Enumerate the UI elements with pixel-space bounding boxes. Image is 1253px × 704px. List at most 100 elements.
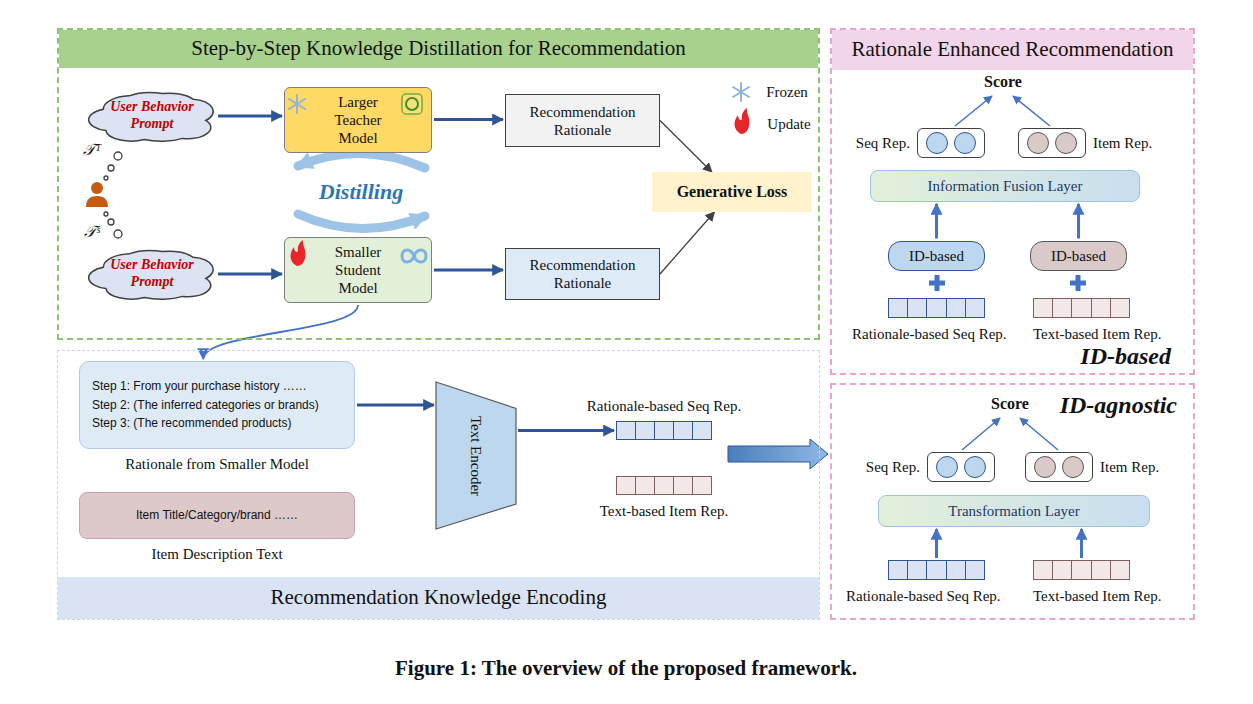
- node-text: Seq Rep.: [856, 134, 910, 152]
- text-encoder: Text Encoder: [436, 382, 516, 529]
- item-text-box: Item Title/Category/brand ……Item Descrip…: [79, 492, 355, 539]
- vector-cell: [616, 421, 636, 440]
- logo-frame: [402, 94, 422, 114]
- bubble-dot: [104, 212, 108, 216]
- rep-circle: [926, 132, 948, 154]
- node-text: Recommendation Rationale: [514, 256, 651, 292]
- node-heading: Step 2: (The inferred categories or bran…: [92, 398, 319, 412]
- flow-arrow: [357, 404, 434, 407]
- block-arrow: [728, 439, 828, 469]
- score-arrows: [955, 96, 1058, 450]
- vector-cell: [692, 421, 712, 440]
- flow-arrow: [434, 118, 503, 121]
- flow-arrow: [660, 121, 712, 173]
- vector-cells: [616, 421, 712, 440]
- free-label: Score: [991, 395, 1029, 413]
- snowflake: [733, 83, 749, 101]
- vector-cell: [926, 560, 946, 580]
- vector-cell: [965, 298, 985, 318]
- rep-circle: [1027, 132, 1049, 154]
- node-heading: Rationale from Smaller Model: [125, 455, 309, 473]
- node-text: Rationale-based Seq Rep.: [852, 325, 1007, 343]
- embedding-vector: Text-based Item Rep.: [1033, 560, 1130, 580]
- vector-cell: [1071, 298, 1091, 318]
- vector-cells: [1033, 560, 1130, 580]
- rep-circle: [1062, 456, 1084, 478]
- node-text: Rationale Enhanced Recommendation: [832, 30, 1193, 70]
- rationale-box: Recommendation Rationale: [505, 94, 660, 147]
- free-label: Frozen: [766, 84, 808, 101]
- vector-cell: [673, 476, 693, 495]
- student-model-box: Smaller Student Model: [284, 237, 432, 303]
- flow-arrow: [660, 212, 714, 274]
- teacher-logo: [402, 94, 422, 114]
- vector-cell: [1052, 298, 1072, 318]
- vector-cell: [888, 560, 908, 580]
- encoding-panel: Recommendation Knowledge EncodingStep 1:…: [57, 350, 820, 620]
- flow-arrow: [434, 269, 503, 272]
- node-text: User Behavior Prompt: [88, 257, 216, 291]
- rep-circle: [1055, 132, 1077, 154]
- node-text: User Behavior Prompt: [88, 99, 216, 133]
- seq-rep-box: Seq Rep.: [927, 452, 995, 482]
- node-text: Larger Teacher Model: [315, 93, 401, 147]
- figure-caption: Figure 1: The overview of the proposed f…: [395, 656, 857, 681]
- vector-cell: [1033, 298, 1053, 318]
- score-arrow: [962, 418, 1000, 450]
- snowflake-icon: [289, 83, 749, 113]
- flow-arrow: [935, 529, 938, 558]
- score-arrow: [955, 96, 992, 126]
- id-agnostic-panel: ID-agnosticSeq Rep.Item Rep.Transformati…: [830, 383, 1195, 620]
- node-text: ID-based: [1051, 247, 1106, 265]
- distill-arc: [298, 153, 425, 168]
- rep-circle: [964, 456, 986, 478]
- prompt-cloud: User Behavior Prompt: [88, 246, 216, 302]
- bubble-dot: [114, 230, 122, 238]
- snowflake: [289, 95, 305, 113]
- free-label: Score: [984, 73, 1022, 91]
- id-pill: ID-based: [1030, 241, 1127, 271]
- vector-cell: [965, 560, 985, 580]
- vector-cell: [1091, 298, 1111, 318]
- transformation-layer: Transformation Layer: [878, 495, 1150, 527]
- flow-arrow: [935, 204, 938, 239]
- node-text: Information Fusion Layer: [928, 177, 1083, 195]
- vector-cell: [654, 421, 674, 440]
- node-text: Seq Rep.: [866, 458, 920, 476]
- item-rep-box: Item Rep.: [1025, 452, 1093, 482]
- rationale-text-box: Step 1: From your purchase history …… Ste…: [79, 361, 355, 449]
- node-heading: Step 3: (The recommended products): [92, 416, 291, 430]
- vector-cell: [926, 298, 946, 318]
- node-text: Step 1: From your purchase history ……: [92, 379, 307, 393]
- plus-symbol: [929, 275, 945, 291]
- id-pill: ID-based: [888, 241, 985, 271]
- vector-cell: [907, 298, 927, 318]
- logo-ring: [406, 98, 418, 110]
- vector-cell: [1033, 560, 1053, 580]
- node-text: Text-based Item Rep.: [1033, 325, 1162, 343]
- vector-cell: [1110, 298, 1130, 318]
- node-text: Smaller Student Model: [315, 243, 401, 297]
- free-label: 𝒯ᵀ: [83, 141, 101, 159]
- node-text: Item Rep.: [1100, 458, 1159, 476]
- vector-cell: [1091, 560, 1111, 580]
- vector-cell: [673, 421, 693, 440]
- rationale-box: Recommendation Rationale: [505, 248, 660, 300]
- vector-cell: [1110, 560, 1130, 580]
- flow-arrow: [218, 273, 282, 276]
- embedding-vector: Rationale-based Seq Rep.: [888, 298, 985, 318]
- score-arrow: [1020, 418, 1058, 450]
- node-heading: Item Description Text: [151, 545, 282, 563]
- plus-symbol: [1070, 275, 1086, 291]
- vector-cell: [946, 560, 966, 580]
- node-text: Text Encoder: [467, 415, 485, 495]
- embedding-vector: Rationale-based Seq Rep.: [616, 421, 712, 440]
- free-label: Distilling: [319, 179, 403, 205]
- user-head: [91, 182, 103, 194]
- distilling-arrows: [298, 153, 425, 228]
- vector-cell: [654, 476, 674, 495]
- vector-cell: [888, 298, 908, 318]
- vector-cell: [616, 476, 636, 495]
- distillation-panel: Step-by-Step Knowledge Distillation for …: [57, 28, 820, 340]
